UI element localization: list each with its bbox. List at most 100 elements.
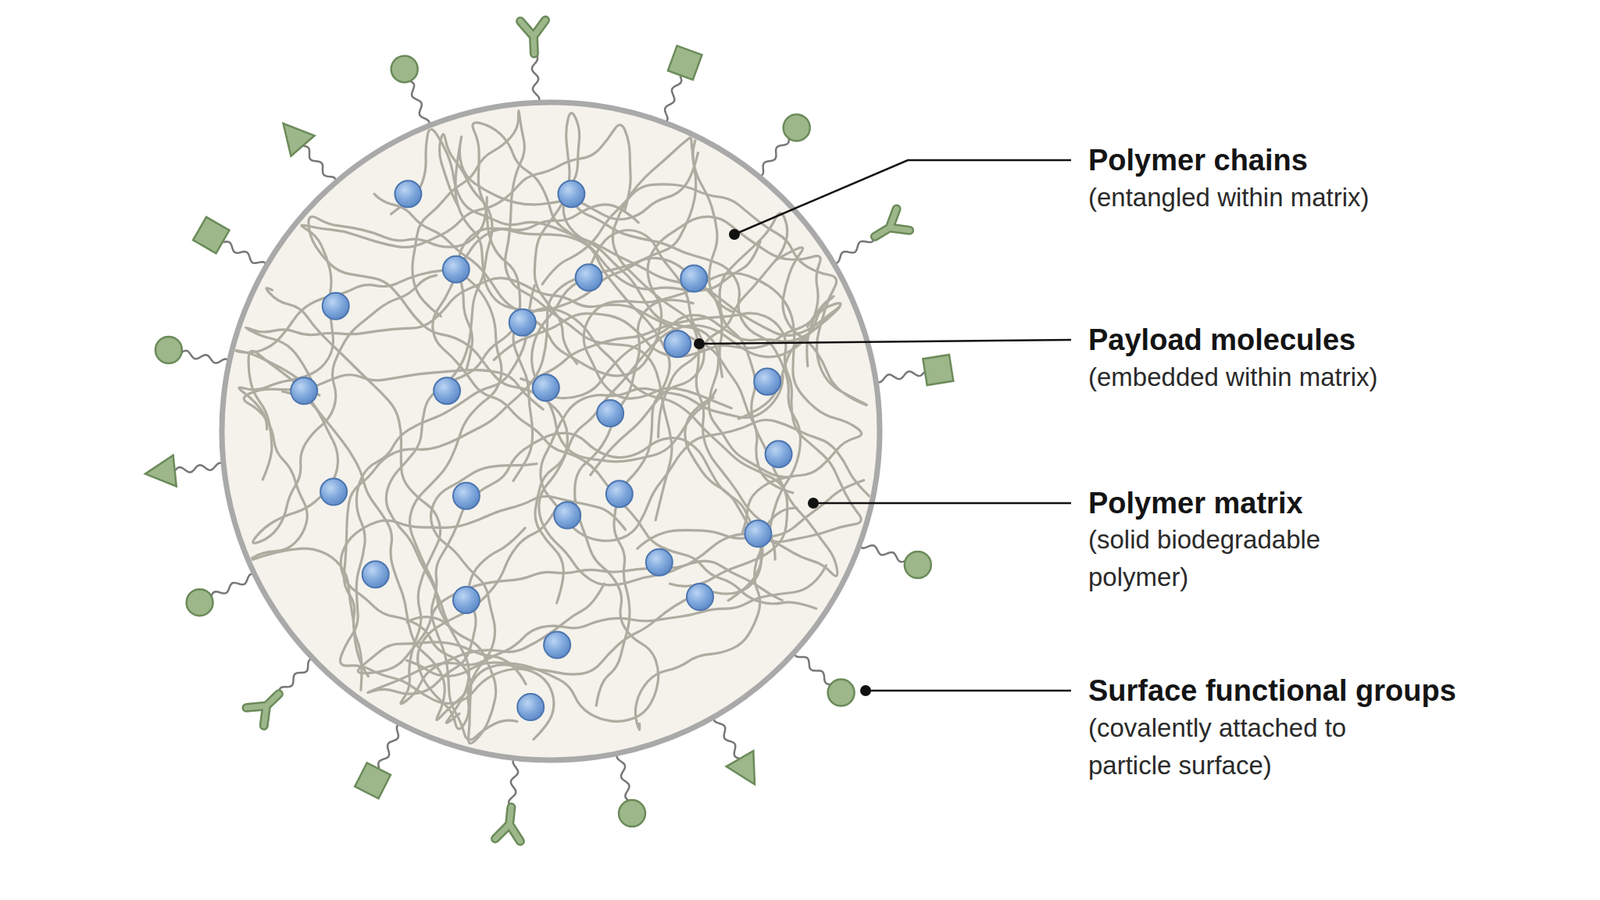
payload-molecule — [509, 309, 536, 336]
linker-chain — [303, 146, 337, 185]
payload-molecule — [680, 265, 708, 293]
ligand-circle — [783, 114, 811, 141]
polymer-chain — [248, 275, 436, 543]
polymer-chain — [407, 300, 694, 722]
part-name: Polymer matrix — [1088, 484, 1589, 522]
payload-molecule — [744, 520, 772, 547]
part-note: (entangled within matrix) — [1088, 178, 1589, 217]
polymer-chain — [417, 507, 797, 729]
ligand-triangle — [726, 750, 769, 793]
payload-molecule — [596, 400, 624, 427]
linker-chain — [831, 236, 875, 264]
payload-molecule — [557, 180, 585, 208]
payload-molecule — [606, 480, 633, 508]
part-note: (covalently attached to particle surface… — [1088, 709, 1425, 785]
payload-molecule — [433, 377, 461, 404]
linker-chain — [278, 658, 316, 694]
polymer-chain — [232, 270, 502, 631]
payload-molecules — [290, 180, 792, 721]
ligand-circle — [155, 336, 183, 364]
payload-molecule — [362, 560, 390, 588]
antibody-ligand — [520, 20, 547, 54]
payload-molecule — [664, 330, 691, 358]
ligand-circle — [186, 589, 214, 616]
linker-chain — [714, 714, 740, 759]
ligand-triangle — [271, 113, 315, 157]
leader-dot — [807, 497, 819, 509]
linker-chain — [181, 350, 232, 364]
ligand-circle — [391, 55, 418, 83]
payload-molecule — [290, 377, 318, 404]
ligand-circle — [904, 551, 932, 579]
ligand-square — [667, 46, 703, 81]
linker-chain — [662, 75, 682, 124]
part-name: Polymer chains — [1088, 141, 1589, 179]
leader-line — [865, 689, 1072, 693]
part-note: (embedded within matrix) — [1088, 358, 1589, 397]
antibody-fill — [868, 208, 910, 247]
payload-molecule — [320, 478, 347, 506]
antibody-fill — [495, 806, 524, 842]
linker-chain — [757, 137, 790, 178]
ligand-triangle — [143, 455, 177, 490]
linker-chain — [508, 757, 518, 808]
leader-dot — [728, 228, 740, 240]
antibody-outline — [520, 20, 547, 54]
polymer-chain — [266, 288, 604, 704]
polymer-chains — [232, 110, 872, 744]
surface-groups — [143, 20, 954, 842]
linker-chain — [223, 241, 268, 268]
antibody-ligand — [246, 685, 288, 726]
antibody-fill — [520, 20, 547, 54]
payload-molecule — [686, 583, 714, 611]
part-name: Surface functional groups — [1088, 671, 1589, 710]
linker-chain — [617, 751, 630, 802]
payload-molecule — [442, 256, 470, 283]
linker-chain — [874, 371, 925, 383]
polymer-chain — [391, 128, 841, 419]
payload-molecule — [453, 586, 480, 614]
payload-molecule — [394, 180, 422, 208]
leader-lines — [693, 160, 1072, 697]
antibody-outline — [246, 685, 288, 726]
payload-molecule — [453, 482, 480, 510]
part-note: (solid biodegradable polymer) — [1088, 521, 1386, 597]
polymer-chain — [457, 228, 670, 706]
ligand-circle — [618, 800, 646, 827]
antibody-fill — [246, 685, 288, 726]
particle-shell — [221, 102, 880, 761]
antibody-ligand — [868, 208, 910, 247]
polymer-chain — [367, 528, 827, 694]
payload-molecule — [517, 693, 544, 721]
part-name: Payload molecules — [1088, 321, 1589, 359]
antibody-outline — [495, 806, 524, 842]
ligand-square — [354, 762, 391, 799]
payload-molecule — [322, 292, 350, 320]
leader-line — [699, 339, 1072, 344]
ligand-circle — [828, 679, 855, 707]
payload-molecule — [753, 368, 781, 396]
linker-chain — [858, 542, 907, 562]
payload-molecule — [575, 264, 603, 291]
polymer-chain — [431, 432, 763, 740]
leader-line — [734, 160, 1072, 235]
payload-molecule — [553, 502, 581, 529]
polymer-chain — [612, 135, 775, 560]
polymer-chain — [239, 125, 631, 430]
linker-chain — [175, 463, 226, 473]
polymer-chain — [533, 313, 861, 543]
leader-dot — [860, 685, 872, 697]
linker-chain — [210, 574, 257, 598]
linker-chain — [532, 53, 540, 105]
ligand-square — [192, 217, 229, 254]
polymer-chain — [245, 278, 793, 493]
ligand-square — [922, 354, 954, 386]
polymer-chain — [455, 136, 733, 312]
payload-molecule — [532, 374, 560, 401]
payload-molecule — [543, 632, 571, 659]
polymer-chain — [339, 285, 554, 740]
polymer-matrix — [221, 102, 880, 761]
payload-molecule — [646, 549, 673, 576]
linker-chain — [793, 650, 832, 685]
